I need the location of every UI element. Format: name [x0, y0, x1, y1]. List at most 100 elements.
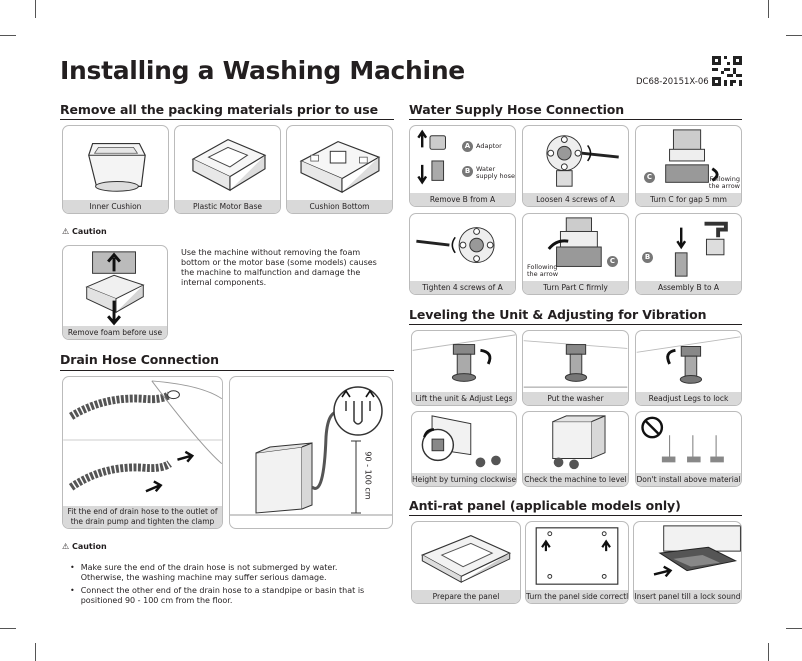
- water-step-6: B Assembly B to A: [635, 213, 742, 295]
- leveling-step-label: Height by turning clockwise: [412, 473, 516, 486]
- section-heading-packing: Remove all the packing materials prior t…: [60, 102, 378, 117]
- loosen-screws-icon: [546, 135, 619, 187]
- drain-height-image: 90 - 100 cm: [229, 376, 393, 529]
- caution-heading: ⚠ Caution: [62, 542, 107, 551]
- section-rule: [409, 324, 742, 325]
- crop-mark: [768, 643, 769, 661]
- hose-label: Water supply hose: [476, 165, 515, 180]
- packing-item-inner-cushion: Inner Cushion: [62, 125, 169, 214]
- caution-heading: ⚠ Caution: [62, 227, 107, 236]
- inner-cushion-icon: [88, 142, 146, 192]
- drain-hose-fit-image: Fit the end of drain hose to the outlet …: [62, 376, 223, 529]
- drain-hose-caption: Fit the end of drain hose to the outlet …: [63, 506, 222, 528]
- section-rule: [60, 370, 394, 371]
- turn-c-icon: [665, 129, 719, 183]
- readjust-legs-icon: [636, 336, 741, 384]
- section-heading-antirat: Anti-rat panel (applicable models only): [409, 498, 681, 513]
- section-heading-drain: Drain Hose Connection: [60, 352, 219, 367]
- water-step-1: A Adaptor B Water supply hose Remove B f…: [409, 125, 516, 207]
- leveling-step-2: Put the washer: [522, 330, 629, 406]
- caution-label: Caution: [71, 542, 107, 551]
- caution-foam-caption: Remove foam before use: [63, 326, 167, 339]
- badge-a: A: [462, 141, 473, 152]
- section-heading-water: Water Supply Hose Connection: [409, 102, 625, 117]
- document-code: DC68-20151X-06: [636, 77, 709, 87]
- antirat-step-2: Turn the panel side correctly: [525, 521, 629, 604]
- adjust-legs-icon: [412, 334, 516, 382]
- water-step-label: Turn Part C firmly: [523, 281, 628, 294]
- drain-height-icon: [230, 386, 392, 516]
- water-step-label: Loosen 4 screws of A: [523, 193, 628, 206]
- adaptor-label: Adaptor: [476, 142, 502, 150]
- cushion-bottom-icon: [299, 140, 381, 194]
- check-level-icon: [552, 415, 606, 470]
- packing-item-motor-base: Plastic Motor Base: [174, 125, 281, 214]
- packing-item-label: Cushion Bottom: [287, 200, 392, 213]
- section-heading-leveling: Leveling the Unit & Adjusting for Vibrat…: [409, 307, 707, 322]
- leveling-step-label: Put the washer: [523, 392, 628, 405]
- antirat-step-label: Prepare the panel: [412, 590, 520, 603]
- water-step-3: C Following the arrow Turn C for gap 5 m…: [635, 125, 742, 207]
- badge-b: B: [462, 166, 473, 177]
- caution-foam-image: Remove foam before use: [62, 245, 168, 340]
- water-step-5: C Following the arrow Turn Part C firmly: [522, 213, 629, 295]
- caution-foam-text: Use the machine without removing the foa…: [181, 248, 377, 287]
- badge-c: C: [644, 172, 655, 183]
- antirat-step-3: Insert panel till a lock sound: [633, 521, 742, 604]
- crop-mark: [786, 35, 802, 36]
- drain-caution-list: •Make sure the end of the drain hose is …: [70, 563, 370, 606]
- packing-item-label: Plastic Motor Base: [175, 200, 280, 213]
- drain-height-label: 90 - 100 cm: [363, 450, 373, 501]
- antirat-step-label: Insert panel till a lock sound: [634, 590, 741, 603]
- leveling-step-6: Don't install above material: [635, 411, 742, 487]
- warning-icon: ⚠: [62, 227, 70, 236]
- turn-panel-icon: [535, 527, 619, 585]
- water-step-4: Tighten 4 screws of A: [409, 213, 516, 295]
- list-item: •Connect the other end of the drain hose…: [70, 586, 370, 606]
- leveling-step-label: Lift the unit & Adjust Legs: [412, 392, 516, 405]
- section-rule: [409, 515, 742, 516]
- crop-mark: [786, 628, 802, 629]
- following-arrow-label: Following the arrow: [527, 263, 559, 278]
- prepare-panel-icon: [420, 534, 512, 584]
- adaptor-callout: A Adaptor: [462, 141, 502, 152]
- crop-mark: [35, 0, 36, 18]
- following-arrow-label: Following the arrow: [708, 175, 740, 190]
- leveling-step-4: Height by turning clockwise: [411, 411, 517, 487]
- crop-mark: [35, 643, 36, 661]
- tighten-screws-icon: [416, 227, 495, 264]
- foam-removal-icon: [85, 251, 145, 326]
- water-step-label: Remove B from A: [410, 193, 515, 206]
- c-callout: C: [607, 248, 618, 267]
- put-washer-icon: [523, 340, 628, 388]
- badge-b: B: [642, 252, 653, 263]
- motor-base-icon: [191, 138, 267, 192]
- water-step-label: Turn C for gap 5 mm: [636, 193, 741, 206]
- c-callout: C: [644, 164, 655, 183]
- crop-mark: [768, 0, 769, 18]
- water-step-label: Tighten 4 screws of A: [410, 281, 515, 294]
- crop-mark: [0, 628, 16, 629]
- turn-part-c-icon: [547, 217, 602, 267]
- packing-item-label: Inner Cushion: [63, 200, 168, 213]
- page-title: Installing a Washing Machine: [60, 56, 465, 85]
- drain-caution-bullet: Make sure the end of the drain hose is n…: [80, 563, 338, 582]
- assembly-b-to-a-icon: [674, 221, 728, 277]
- crop-mark: [0, 35, 16, 36]
- leveling-step-label: Check the machine to level: [523, 473, 628, 486]
- section-rule: [60, 119, 394, 120]
- hose-callout: B Water supply hose: [462, 165, 515, 180]
- caution-label: Caution: [71, 227, 107, 236]
- badge-c: C: [607, 256, 618, 267]
- water-step-2: Loosen 4 screws of A: [522, 125, 629, 207]
- insert-panel-icon: [653, 525, 741, 578]
- antirat-step-label: Turn the panel side correctly: [526, 590, 628, 603]
- leveling-step-1: Lift the unit & Adjust Legs: [411, 330, 517, 406]
- remove-b-from-a-icon: [417, 129, 446, 185]
- b-callout: B: [642, 244, 653, 263]
- no-install-on-material-icon: [641, 416, 724, 463]
- drain-hose-icon: [63, 380, 222, 493]
- antirat-step-1: Prepare the panel: [411, 521, 521, 604]
- packing-item-cushion-bottom: Cushion Bottom: [286, 125, 393, 214]
- drain-caution-bullet: Connect the other end of the drain hose …: [80, 586, 365, 605]
